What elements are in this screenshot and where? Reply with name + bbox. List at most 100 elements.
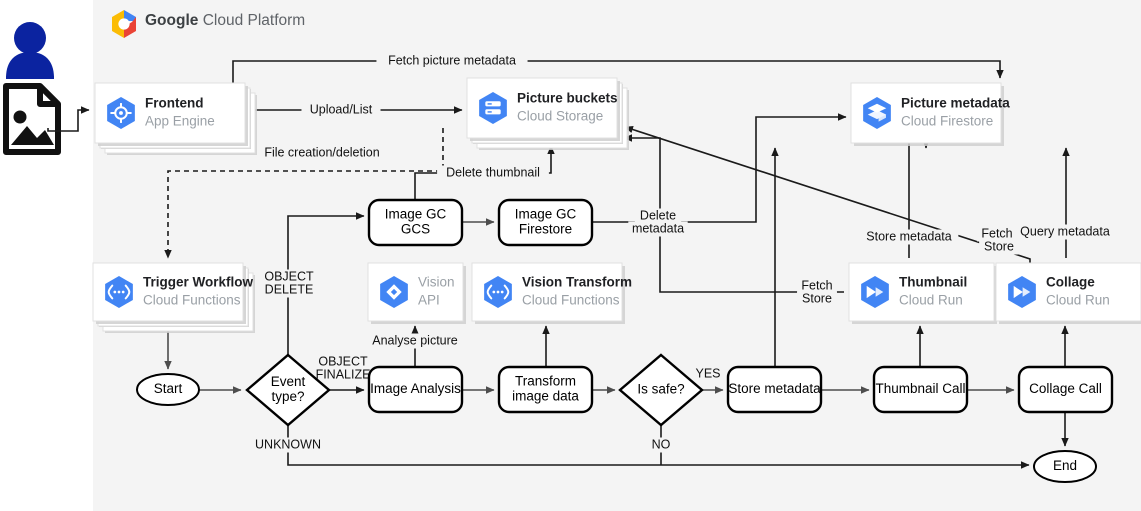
service-node-subtitle: Cloud Run [899,293,963,308]
service-node-title: Vision [418,275,455,290]
svg-text:Store: Store [984,239,1014,253]
service-node-subtitle: App Engine [145,114,215,129]
svg-text:UNKNOWN: UNKNOWN [255,437,321,451]
edge-label-lbl-file-creation-deletion: File creation/deletion [246,145,398,161]
flow-node-label: Image GC [515,207,577,222]
service-node-title: Collage [1046,275,1095,290]
service-node-title: Trigger Workflow [143,275,254,290]
edge-label-lbl-fetch-store-thumb-2: Store [797,291,837,307]
edge-label-lbl-yes: YES [694,366,722,382]
flow-node-thumbnail-call[interactable]: Thumbnail Call [872,365,969,414]
flow-node-label: Collage Call [1029,381,1102,396]
service-node-title: Picture metadata [901,96,1010,111]
svg-text:Upload/List: Upload/List [310,102,373,116]
edge-buckets-file-events [164,128,444,259]
google-cloud-platform-logo [112,10,136,38]
svg-text:File creation/deletion: File creation/deletion [264,145,379,159]
edge-label-lbl-fetch-store-collage-1: Fetch [977,226,1017,242]
user-actor-icon [6,22,54,79]
service-node-title: Thumbnail [899,275,967,290]
app-engine-icon [107,97,135,129]
service-node-subtitle: Cloud Run [1046,293,1110,308]
cloud-run-icon [861,276,889,308]
svg-text:OBJECT: OBJECT [264,269,314,283]
flow-node-label: Is safe? [637,382,684,397]
flow-node-label: image data [512,389,579,404]
gcp-brand-text: Google Cloud Platform [145,12,305,29]
svg-text:Store metadata: Store metadata [866,229,952,243]
edge-label-lbl-fetch-picture-metadata: Fetch picture metadata [376,53,528,69]
flow-node-image-analysis[interactable]: Image Analysis [367,365,464,414]
svg-text:Fetch: Fetch [801,278,832,292]
edge-event-object-delete [287,212,365,355]
svg-text:NO: NO [652,437,671,451]
image-file-icon [3,83,61,155]
service-node-subtitle: Cloud Firestore [901,114,993,129]
service-node-subtitle: Cloud Storage [517,109,603,124]
cloud-storage-icon [479,92,507,124]
cloud-functions-icon [484,276,512,308]
svg-text:Query metadata: Query metadata [1020,224,1110,238]
service-node-title: Vision Transform [522,275,632,290]
flow-node-label: Event [271,374,306,389]
gcp-brand: Google Cloud Platform [112,10,305,38]
svg-text:Analyse picture: Analyse picture [372,333,458,347]
flow-node-label: GCS [401,222,430,237]
svg-text:metadata: metadata [632,221,684,235]
cloud-firestore-icon [863,97,891,129]
flow-node-label: Image Analysis [370,381,461,396]
edge-frontend-fetch-metadata [232,60,1004,100]
flow-node-label: Thumbnail Call [875,381,965,396]
edge-label-lbl-object-delete-2: DELETE [265,282,313,298]
svg-text:Delete thumbnail: Delete thumbnail [446,165,540,179]
service-node-title: Frontend [145,96,204,111]
service-node-subtitle: API [418,293,440,308]
flow-node-label: Start [154,381,183,396]
edge-label-lbl-delete-thumbnail: Delete thumbnail [437,165,549,181]
flow-node-label: End [1053,458,1077,473]
edge-label-lbl-query-metadata: Query metadata [1015,224,1115,240]
edge-label-lbl-object-finalize-2: FINALIZE [313,367,373,383]
service-node-title: Picture buckets [517,91,618,106]
edge-user-to-frontend [47,106,90,132]
svg-text:OBJECT: OBJECT [318,354,368,368]
actor-group [3,22,61,155]
svg-text:Delete: Delete [640,208,676,222]
edge-label-lbl-unknown: UNKNOWN [255,437,321,453]
edge-label-lbl-no: NO [650,437,672,453]
svg-text:YES: YES [695,366,720,380]
svg-text:Fetch: Fetch [981,226,1012,240]
edge-label-lbl-store-metadata: Store metadata [859,229,959,245]
flow-node-collage-call[interactable]: Collage Call [1017,365,1114,414]
edge-label-lbl-object-delete-1: OBJECT [264,269,314,285]
flow-node-store-metadata[interactable]: Store metadata [726,365,823,414]
flow-node-is-safe[interactable]: Is safe? [618,353,704,427]
edge-label-lbl-delete-metadata-2: metadata [628,221,688,237]
flow-node-end[interactable]: End [1033,450,1097,483]
service-node-subtitle: Cloud Functions [522,293,620,308]
svg-text:Fetch picture metadata: Fetch picture metadata [388,53,516,67]
edge-label-lbl-fetch-store-thumb-1: Fetch [797,278,837,294]
svg-text:FINALIZE: FINALIZE [316,367,371,381]
service-node-subtitle: Cloud Functions [143,293,241,308]
edge-label-lbl-analyse-picture: Analyse picture [362,333,468,349]
edge-label-lbl-object-finalize-1: OBJECT [318,354,368,370]
flow-node-start[interactable]: Start [136,373,200,406]
flow-node-label: Store metadata [728,381,821,396]
